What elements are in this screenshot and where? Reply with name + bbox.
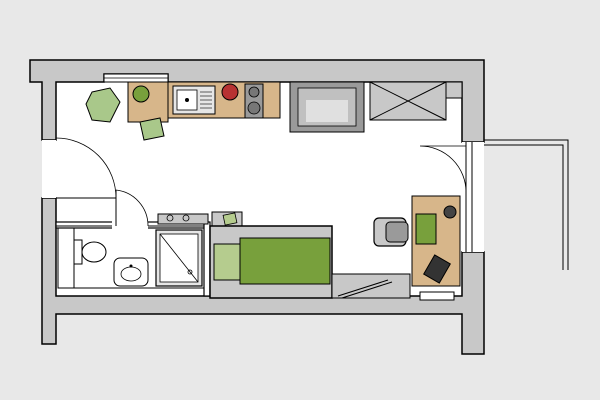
lamp-icon (443, 205, 457, 219)
sofa-bench (331, 273, 411, 299)
desk (411, 195, 461, 301)
wardrobe (369, 81, 463, 121)
bed (209, 225, 333, 299)
balcony (482, 139, 569, 270)
washbasin (113, 257, 149, 287)
balcony-door[interactable] (419, 142, 484, 252)
entrance-door[interactable] (42, 137, 117, 199)
laptop (423, 254, 451, 284)
cooker-hood (289, 81, 365, 133)
pillow (213, 243, 241, 281)
dining-chair (85, 87, 121, 123)
plant-icon (132, 85, 150, 103)
window-top (103, 73, 169, 83)
sink (172, 85, 216, 115)
pot-icon (221, 83, 239, 101)
hob (244, 83, 264, 119)
monitor (415, 213, 437, 245)
dining-chair-small (139, 117, 165, 141)
bathroom-door[interactable] (112, 189, 149, 230)
toilet (73, 239, 107, 265)
office-chair (373, 217, 409, 247)
shelf (157, 213, 209, 225)
shower-tray (155, 229, 203, 287)
blanket (239, 237, 331, 285)
bedside-table (211, 211, 243, 227)
